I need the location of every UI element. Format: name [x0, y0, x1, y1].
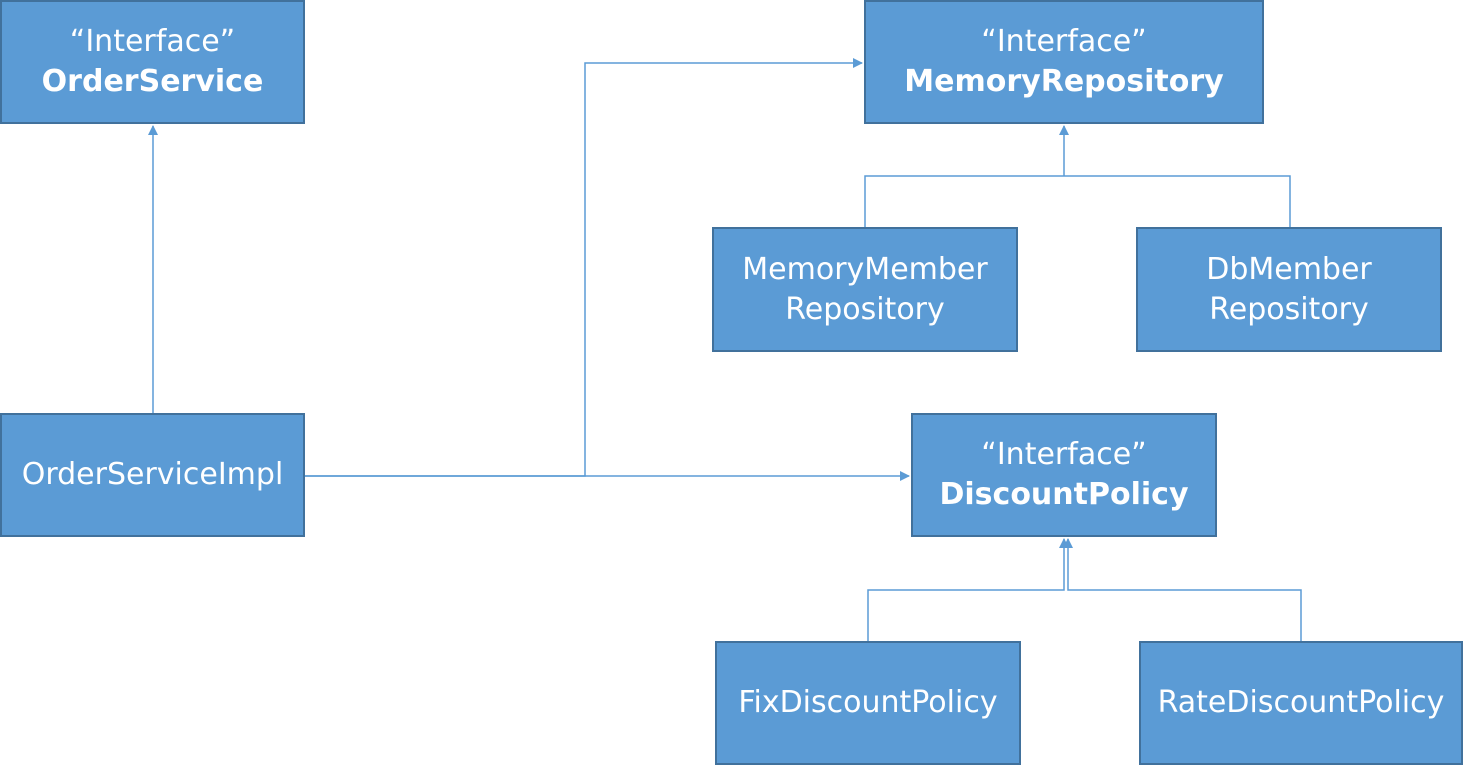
rate-discount-policy-label: RateDiscountPolicy [1157, 685, 1445, 720]
order-service-impl-label: OrderServiceImpl [21, 457, 284, 492]
order-service-impl-box: OrderServiceImpl [0, 413, 305, 537]
memory-member-repository-box: MemoryMember Repository [712, 227, 1018, 352]
fix-discount-policy-label: FixDiscountPolicy [738, 685, 998, 720]
discount-policy-stereotype: “Interface” [981, 437, 1147, 472]
db-member-to-memory-repository-connector [1064, 175, 1291, 227]
memory-repository-name: MemoryRepository [904, 64, 1224, 99]
db-member-repository-line1: DbMember [1206, 251, 1372, 287]
db-member-repository-line2: Repository [1209, 291, 1369, 327]
fix-discount-to-discount-policy-connector [867, 538, 1069, 641]
db-member-repository-box: DbMember Repository [1136, 227, 1442, 352]
rate-discount-policy-box: RateDiscountPolicy [1139, 641, 1463, 765]
memory-member-repository-line2: Repository [785, 291, 945, 327]
order-service-interface-box: “Interface” OrderService [0, 0, 305, 124]
discount-policy-name: DiscountPolicy [939, 477, 1189, 512]
memory-member-to-memory-repository-connector [864, 175, 1064, 227]
fix-discount-policy-box: FixDiscountPolicy [715, 641, 1021, 765]
discount-policy-interface-box: “Interface” DiscountPolicy [911, 413, 1217, 537]
order-service-stereotype: “Interface” [69, 24, 236, 59]
memory-repository-stereotype: “Interface” [981, 24, 1147, 59]
memory-member-repository-line1: MemoryMember [742, 251, 988, 287]
order-service-name: OrderService [41, 64, 264, 99]
memory-repository-interface-box: “Interface” MemoryRepository [864, 0, 1264, 124]
rate-discount-to-discount-policy-connector [1063, 538, 1302, 641]
